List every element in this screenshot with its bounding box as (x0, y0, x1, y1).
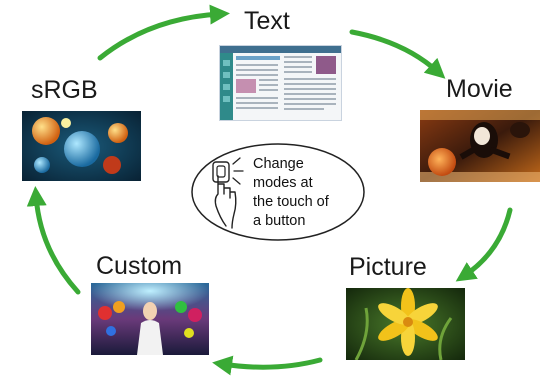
mode-label-movie: Movie (446, 75, 513, 103)
arrow-picture-to-custom (212, 355, 323, 376)
center-note: Change modes at the touch of a button (190, 142, 366, 242)
text-mode-thumbnail (219, 45, 342, 121)
note-line: the touch of (253, 194, 329, 210)
hand-pressing-button-icon (212, 157, 244, 229)
arrow-text-to-movie (349, 29, 446, 79)
arrow-movie-to-picture (455, 207, 513, 282)
arrow-srgb-to-text (97, 4, 230, 61)
note-oval (191, 143, 365, 241)
arrow-custom-to-srgb (26, 186, 81, 295)
mode-label-text: Text (244, 7, 290, 35)
mode-label-custom: Custom (96, 252, 183, 280)
picture-mode-thumbnail (346, 288, 465, 360)
note-text: Change modes at the touch of a button (253, 155, 363, 231)
mode-label-picture: Picture (349, 253, 427, 281)
note-line: Change (253, 156, 304, 172)
custom-mode-thumbnail (91, 283, 209, 355)
note-line: modes at (253, 175, 313, 191)
note-line: a button (253, 213, 306, 229)
srgb-mode-thumbnail (22, 111, 141, 181)
movie-mode-thumbnail (420, 110, 540, 182)
mode-label-srgb: sRGB (31, 76, 98, 104)
